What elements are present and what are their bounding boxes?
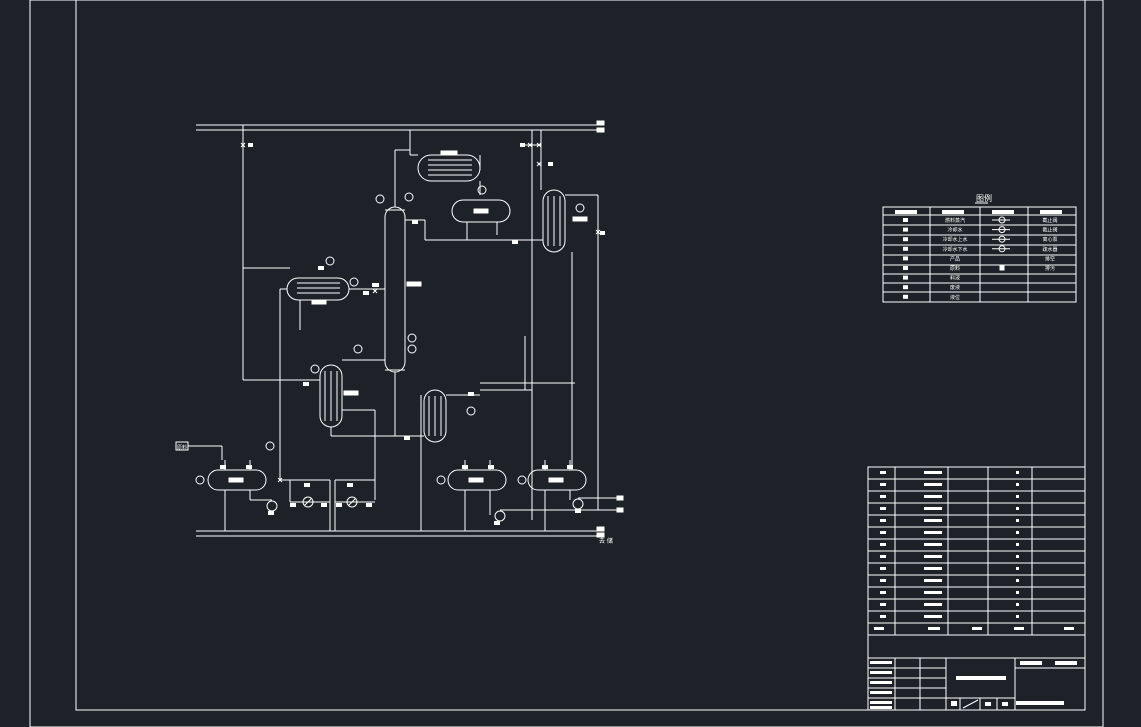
bottom-end-marker (596, 526, 605, 532)
product-cooler (542, 189, 566, 253)
product-tank (527, 469, 587, 491)
inner-frame (75, 0, 1086, 711)
parts-row (868, 615, 1085, 624)
legend-row: 料液 (903, 275, 960, 282)
parts-row (868, 567, 1085, 576)
header-end-marker (596, 127, 605, 133)
legend: 图例 燃料蒸汽截止阀冷却水截止阀冷却水上水离心泵冷却水下水疏水器产品排空原料排污… (882, 193, 1077, 303)
legend-row-desc: 截止阀 (1042, 217, 1057, 224)
parts-row (868, 471, 1085, 480)
legend-row: 废液 (903, 284, 960, 291)
legend-symbol (999, 264, 1005, 271)
legend-row: 液位 (903, 294, 960, 301)
title-block-text (870, 661, 1077, 709)
parts-row (868, 555, 1085, 564)
legend-row-name: 冷却水上水 (942, 236, 967, 243)
bottom-end-marker (596, 532, 605, 538)
parts-row (868, 603, 1085, 612)
product-pump (572, 498, 584, 510)
bottoms-pump (494, 510, 506, 522)
legend-symbol (992, 235, 1010, 243)
legend-row: 产品 排空 (903, 255, 1055, 262)
legend-row: 燃料蒸汽 截止阀 (903, 216, 1058, 224)
flow-label-feed: 原料 (177, 444, 187, 451)
legend-row: 冷却水 截止阀 (903, 226, 1058, 234)
legend-row: 冷却水下水 疏水器 (903, 245, 1058, 253)
header-end-marker (596, 120, 605, 126)
legend-row-desc: 疏水器 (1042, 246, 1057, 253)
parts-row (868, 627, 1085, 636)
valve-set (240, 142, 601, 483)
legend-row-name: 原料 (950, 265, 960, 272)
parts-row (868, 495, 1085, 504)
distillation-column (384, 206, 406, 373)
legend-row-name: 料液 (950, 275, 960, 282)
legend-row-name: 液位 (950, 294, 960, 301)
legend-symbol (992, 245, 1010, 253)
column-label-block (406, 281, 422, 287)
bottoms-cooler (423, 389, 447, 443)
legend-row-name: 冷却水下水 (942, 246, 967, 253)
bottoms-tank (447, 469, 507, 491)
legend-row-name: 废液 (950, 284, 960, 291)
bottom-header-lines (196, 530, 603, 537)
parts-row (868, 591, 1085, 600)
legend-row-desc: 排空 (1045, 255, 1055, 262)
feed-preheater (286, 277, 350, 301)
parts-row (868, 579, 1085, 588)
legend-row-name: 冷却水 (947, 227, 962, 234)
feed-tank (207, 469, 267, 491)
legend-row-desc: 排污 (1045, 265, 1055, 272)
flow-label-bottom: 去 储 (599, 537, 613, 545)
legend-row-name: 燃料蒸汽 (945, 217, 965, 224)
outer-frame (29, 0, 1104, 727)
title-block (867, 634, 1086, 711)
reflux-drum (451, 199, 511, 223)
legend-row: 冷却水上水 离心泵 (903, 235, 1058, 243)
top-condenser (417, 154, 481, 182)
parts-row (868, 483, 1085, 492)
legend-row-desc: 截止阀 (1042, 227, 1057, 234)
parts-row (868, 531, 1085, 540)
legend-row-desc: 离心泵 (1042, 236, 1057, 243)
parts-row (868, 507, 1085, 516)
parts-row (868, 519, 1085, 528)
legend-symbol (992, 216, 1010, 224)
legend-row: 原料 排污 (903, 264, 1055, 272)
parts-row (868, 543, 1085, 552)
legend-symbol (992, 226, 1010, 234)
feed-pump (266, 500, 278, 512)
legend-title: 图例 (976, 193, 992, 203)
top-header-lines (196, 124, 603, 131)
legend-row-name: 产品 (950, 255, 960, 262)
